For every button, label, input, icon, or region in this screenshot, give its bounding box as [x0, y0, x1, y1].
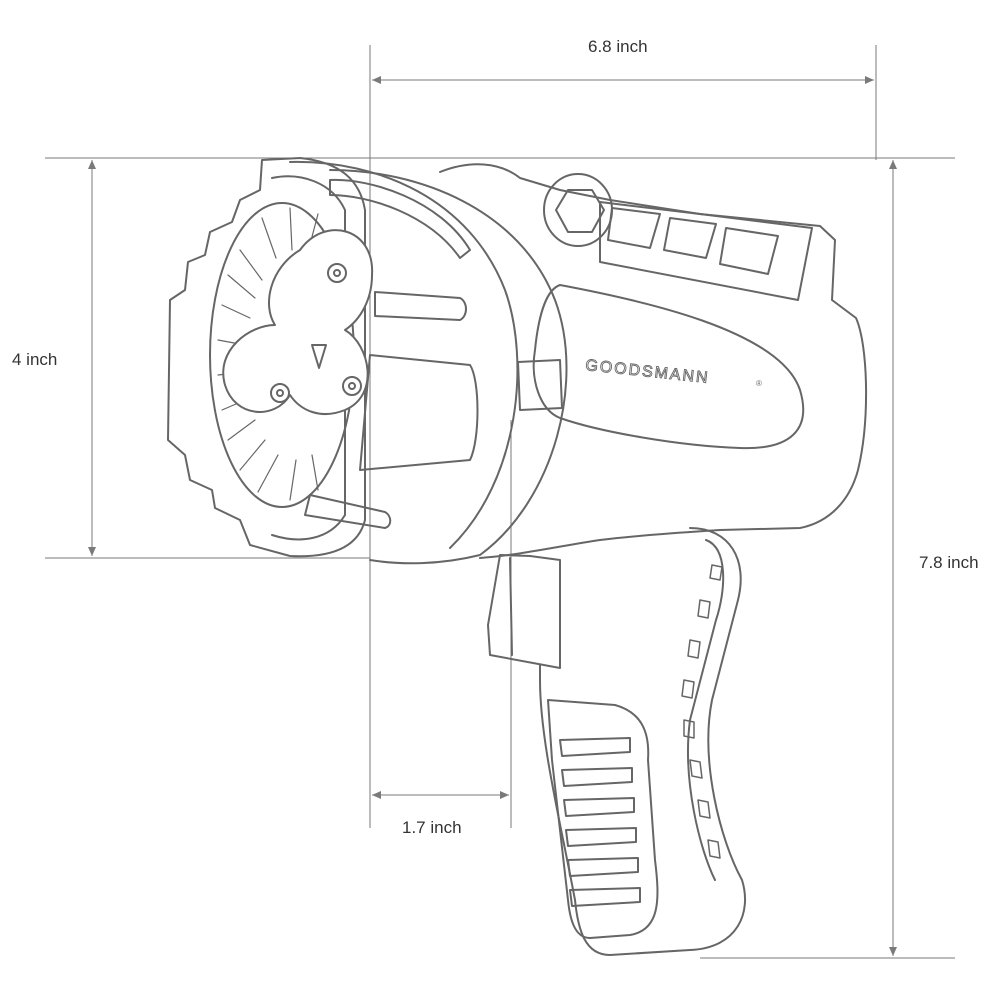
top-button-1 — [607, 207, 661, 249]
head-height-label: 4 inch — [12, 350, 58, 369]
top-button-3 — [719, 227, 779, 275]
spotlight-outline — [167, 157, 868, 956]
brand-logo: GOODSMANN — [585, 357, 711, 387]
led-center-triangle — [311, 344, 327, 369]
bezel-rib-top — [329, 178, 471, 259]
top-button-panel — [599, 201, 813, 301]
trigger — [487, 554, 561, 669]
knob-hex-icon — [555, 189, 605, 233]
top-button-2 — [663, 217, 717, 259]
head-collar-outer — [329, 169, 568, 565]
bezel-rib-1 — [374, 291, 467, 321]
length-label: 6.8 inch — [588, 37, 648, 56]
led-screw-2 — [342, 376, 362, 396]
bezel-window — [359, 354, 479, 471]
total-height-label: 7.8 inch — [919, 553, 979, 572]
grip-panel — [547, 699, 659, 939]
body-shell — [439, 163, 868, 559]
grip-offset-label: 1.7 inch — [402, 818, 462, 837]
led-screw-3 — [270, 383, 290, 403]
power-knob — [543, 173, 613, 247]
back-grip-notches — [681, 564, 723, 859]
bezel-ring — [167, 157, 366, 558]
led-screw-2-center — [348, 382, 356, 390]
led-screw-3-center — [276, 389, 284, 397]
grip-ridges — [559, 737, 641, 907]
led-screw-1 — [327, 263, 347, 283]
bezel-rib-bottom — [304, 494, 392, 529]
led-screw-1-center — [333, 269, 341, 277]
handle-back-inner — [687, 539, 725, 881]
brand-registered-mark: ® — [756, 379, 762, 388]
trigger-edge — [509, 557, 513, 656]
brand-panel — [532, 284, 805, 450]
dimension-lines — [45, 45, 955, 959]
head-collar-inner — [289, 160, 519, 549]
collar-side-tab — [517, 359, 563, 411]
